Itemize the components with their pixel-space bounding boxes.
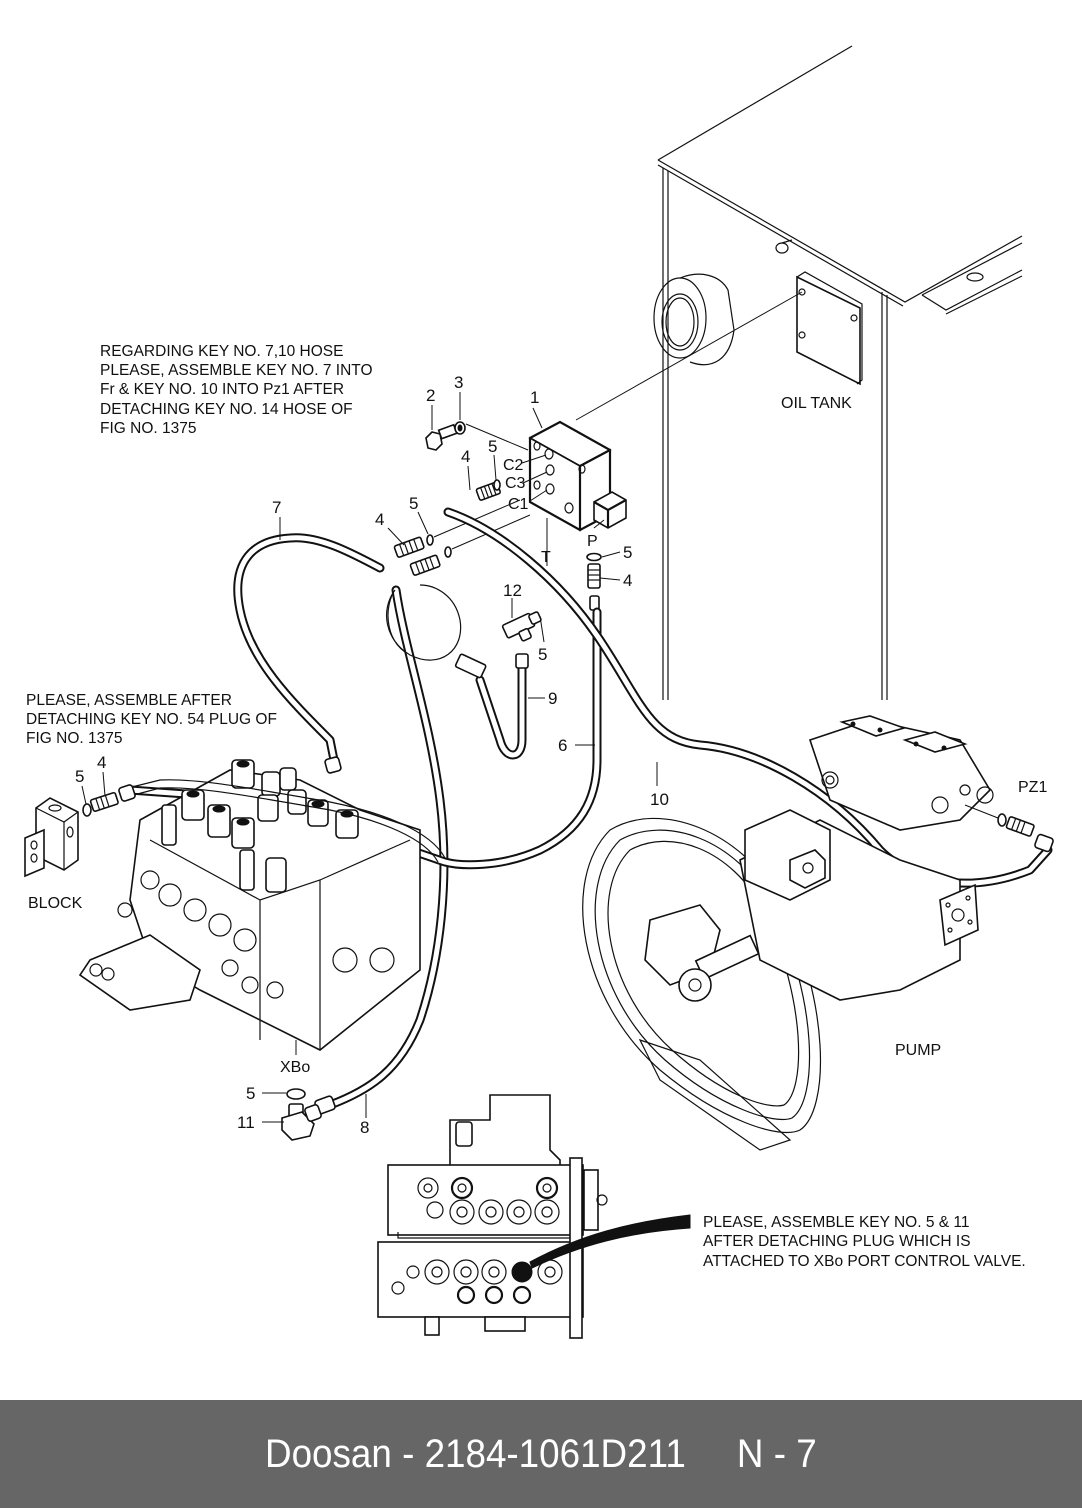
- parts-diagram: OIL TANK 1 2 3 C2 C3 C1 T P: [24, 45, 1054, 1339]
- callout-12: 12: [503, 581, 522, 600]
- manifold-block: [528, 420, 627, 532]
- callout-5-tee: 5: [538, 645, 547, 664]
- callout-2: 2: [426, 386, 435, 405]
- callout-4-left: 4: [375, 510, 384, 529]
- xbo-port-marker: [511, 1261, 533, 1283]
- footer-bar: Doosan - 2184-1061D211 N - 7: [0, 1400, 1082, 1508]
- note-line: ATTACHED TO XBo PORT CONTROL VALVE.: [703, 1253, 1026, 1270]
- callout-10: 10: [650, 790, 669, 809]
- note-line: DETACHING KEY NO. 54 PLUG OF: [26, 711, 277, 728]
- hose-9-and-tee: [454, 611, 542, 760]
- callout-1: 1: [530, 388, 539, 407]
- oil-tank: [575, 45, 1023, 700]
- port-c3: C3: [505, 475, 526, 492]
- block-hose: [127, 779, 446, 863]
- fittings-top: [393, 479, 602, 611]
- part-number: 2184-1061D211: [424, 1431, 686, 1476]
- page-number: N - 7: [737, 1431, 817, 1476]
- footer-separator: -: [402, 1431, 415, 1476]
- pz1-label: PZ1: [1018, 779, 1047, 796]
- note-line: FIG NO. 1375: [26, 730, 122, 747]
- oil-tank-label: OIL TANK: [781, 395, 852, 412]
- note-top-left: REGARDING KEY NO. 7,10 HOSE PLEASE, ASSE…: [100, 343, 373, 437]
- callout-5-xbo: 5: [246, 1084, 255, 1103]
- callout-8: 8: [360, 1118, 369, 1137]
- port-t: T: [541, 549, 551, 566]
- accumulator: [386, 584, 462, 661]
- callout-6: 6: [558, 736, 567, 755]
- hose-7: [233, 533, 385, 774]
- note-line: DETACHING KEY NO. 14 HOSE OF: [100, 401, 353, 418]
- callout-4-block: 4: [97, 753, 106, 772]
- control-valve-detail-view: [377, 1094, 691, 1339]
- callout-5-block: 5: [75, 767, 84, 786]
- xbo-fittings: [281, 1088, 322, 1141]
- port-c2: C2: [503, 457, 524, 474]
- control-valve: [78, 759, 421, 1055]
- block-part: [24, 784, 136, 878]
- note-line: Fr & KEY NO. 10 INTO Pz1 AFTER: [100, 381, 344, 398]
- callout-5-p: 5: [623, 543, 632, 562]
- xbo-port-label: XBo: [280, 1059, 310, 1076]
- brand-name: Doosan: [265, 1431, 392, 1476]
- pump-label: PUMP: [895, 1042, 941, 1059]
- note-bottom-right: PLEASE, ASSEMBLE KEY NO. 5 & 11 AFTER DE…: [703, 1214, 1026, 1270]
- callout-4-top: 4: [461, 447, 470, 466]
- port-c1: C1: [508, 496, 529, 513]
- callout-5-top: 5: [488, 437, 497, 456]
- footer-caption: Doosan - 2184-1061D211 N - 7: [265, 1432, 817, 1477]
- note-line: PLEASE, ASSEMBLE AFTER: [26, 692, 232, 709]
- callout-11: 11: [237, 1113, 255, 1132]
- callout-5-left: 5: [409, 494, 418, 513]
- note-line: REGARDING KEY NO. 7,10 HOSE: [100, 343, 343, 360]
- port-p: P: [587, 533, 598, 550]
- callout-3: 3: [454, 373, 463, 392]
- hose-8: [314, 585, 449, 1115]
- note-line: AFTER DETACHING PLUG WHICH IS: [703, 1233, 971, 1250]
- note-line: PLEASE, ASSEMBLE KEY NO. 5 & 11: [703, 1214, 970, 1231]
- callout-7: 7: [272, 498, 281, 517]
- bolt-and-washer: [425, 421, 529, 451]
- callout-4-p: 4: [623, 571, 632, 590]
- note-middle-left: PLEASE, ASSEMBLE AFTER DETACHING KEY NO.…: [26, 692, 277, 747]
- block-label: BLOCK: [28, 895, 83, 912]
- note-line: PLEASE, ASSEMBLE KEY NO. 7 INTO: [100, 362, 373, 379]
- callout-9: 9: [548, 689, 557, 708]
- pump: [582, 715, 1054, 1151]
- note-line: FIG NO. 1375: [100, 420, 196, 437]
